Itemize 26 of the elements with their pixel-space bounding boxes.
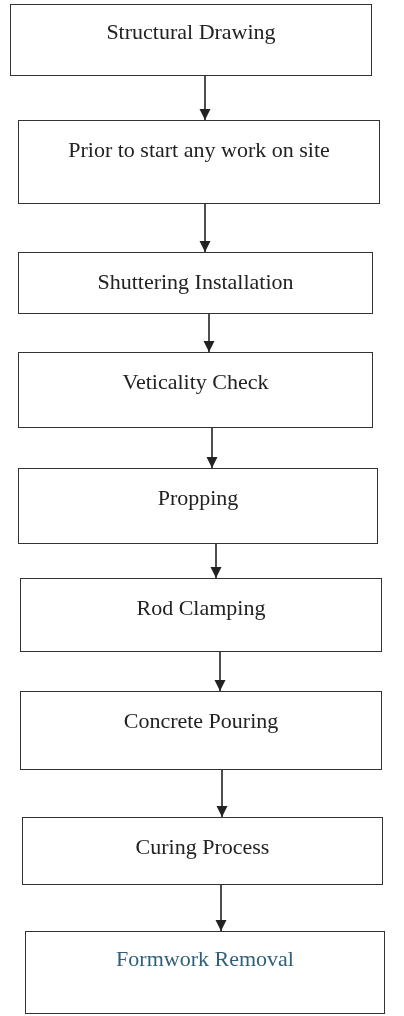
step-label: Prior to start any work on site [68, 136, 330, 164]
step-label: Propping [157, 484, 239, 512]
process-box [22, 817, 383, 885]
process-box [18, 468, 378, 544]
arrow [215, 884, 227, 932]
process-box [10, 4, 372, 76]
process-box [20, 578, 382, 652]
step-label: Rod Clamping [136, 594, 266, 622]
process-box [20, 691, 382, 770]
arrow [216, 769, 228, 818]
arrow [210, 543, 222, 579]
step-label: Formwork Removal [116, 945, 294, 973]
arrow [199, 203, 211, 253]
step-label: Concrete Pouring [123, 707, 279, 735]
process-box [18, 120, 380, 204]
arrow [206, 427, 218, 469]
step-label: Structural Drawing [106, 18, 276, 46]
arrow [214, 651, 226, 692]
process-box [18, 352, 373, 428]
step-label: Curing Process [135, 833, 270, 861]
arrow [199, 75, 211, 121]
process-box [18, 252, 373, 314]
process-box [25, 931, 385, 1014]
arrow [203, 313, 215, 353]
step-label: Veticality Check [122, 368, 269, 396]
step-label: Shuttering Installation [97, 268, 294, 296]
